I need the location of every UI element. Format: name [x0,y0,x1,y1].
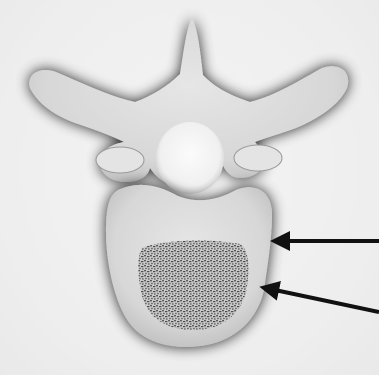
arrow-cancellous-bone [275,290,379,312]
left-articular-facet [96,147,144,173]
right-articular-facet [234,145,282,171]
vertebral-foramen [156,122,224,194]
